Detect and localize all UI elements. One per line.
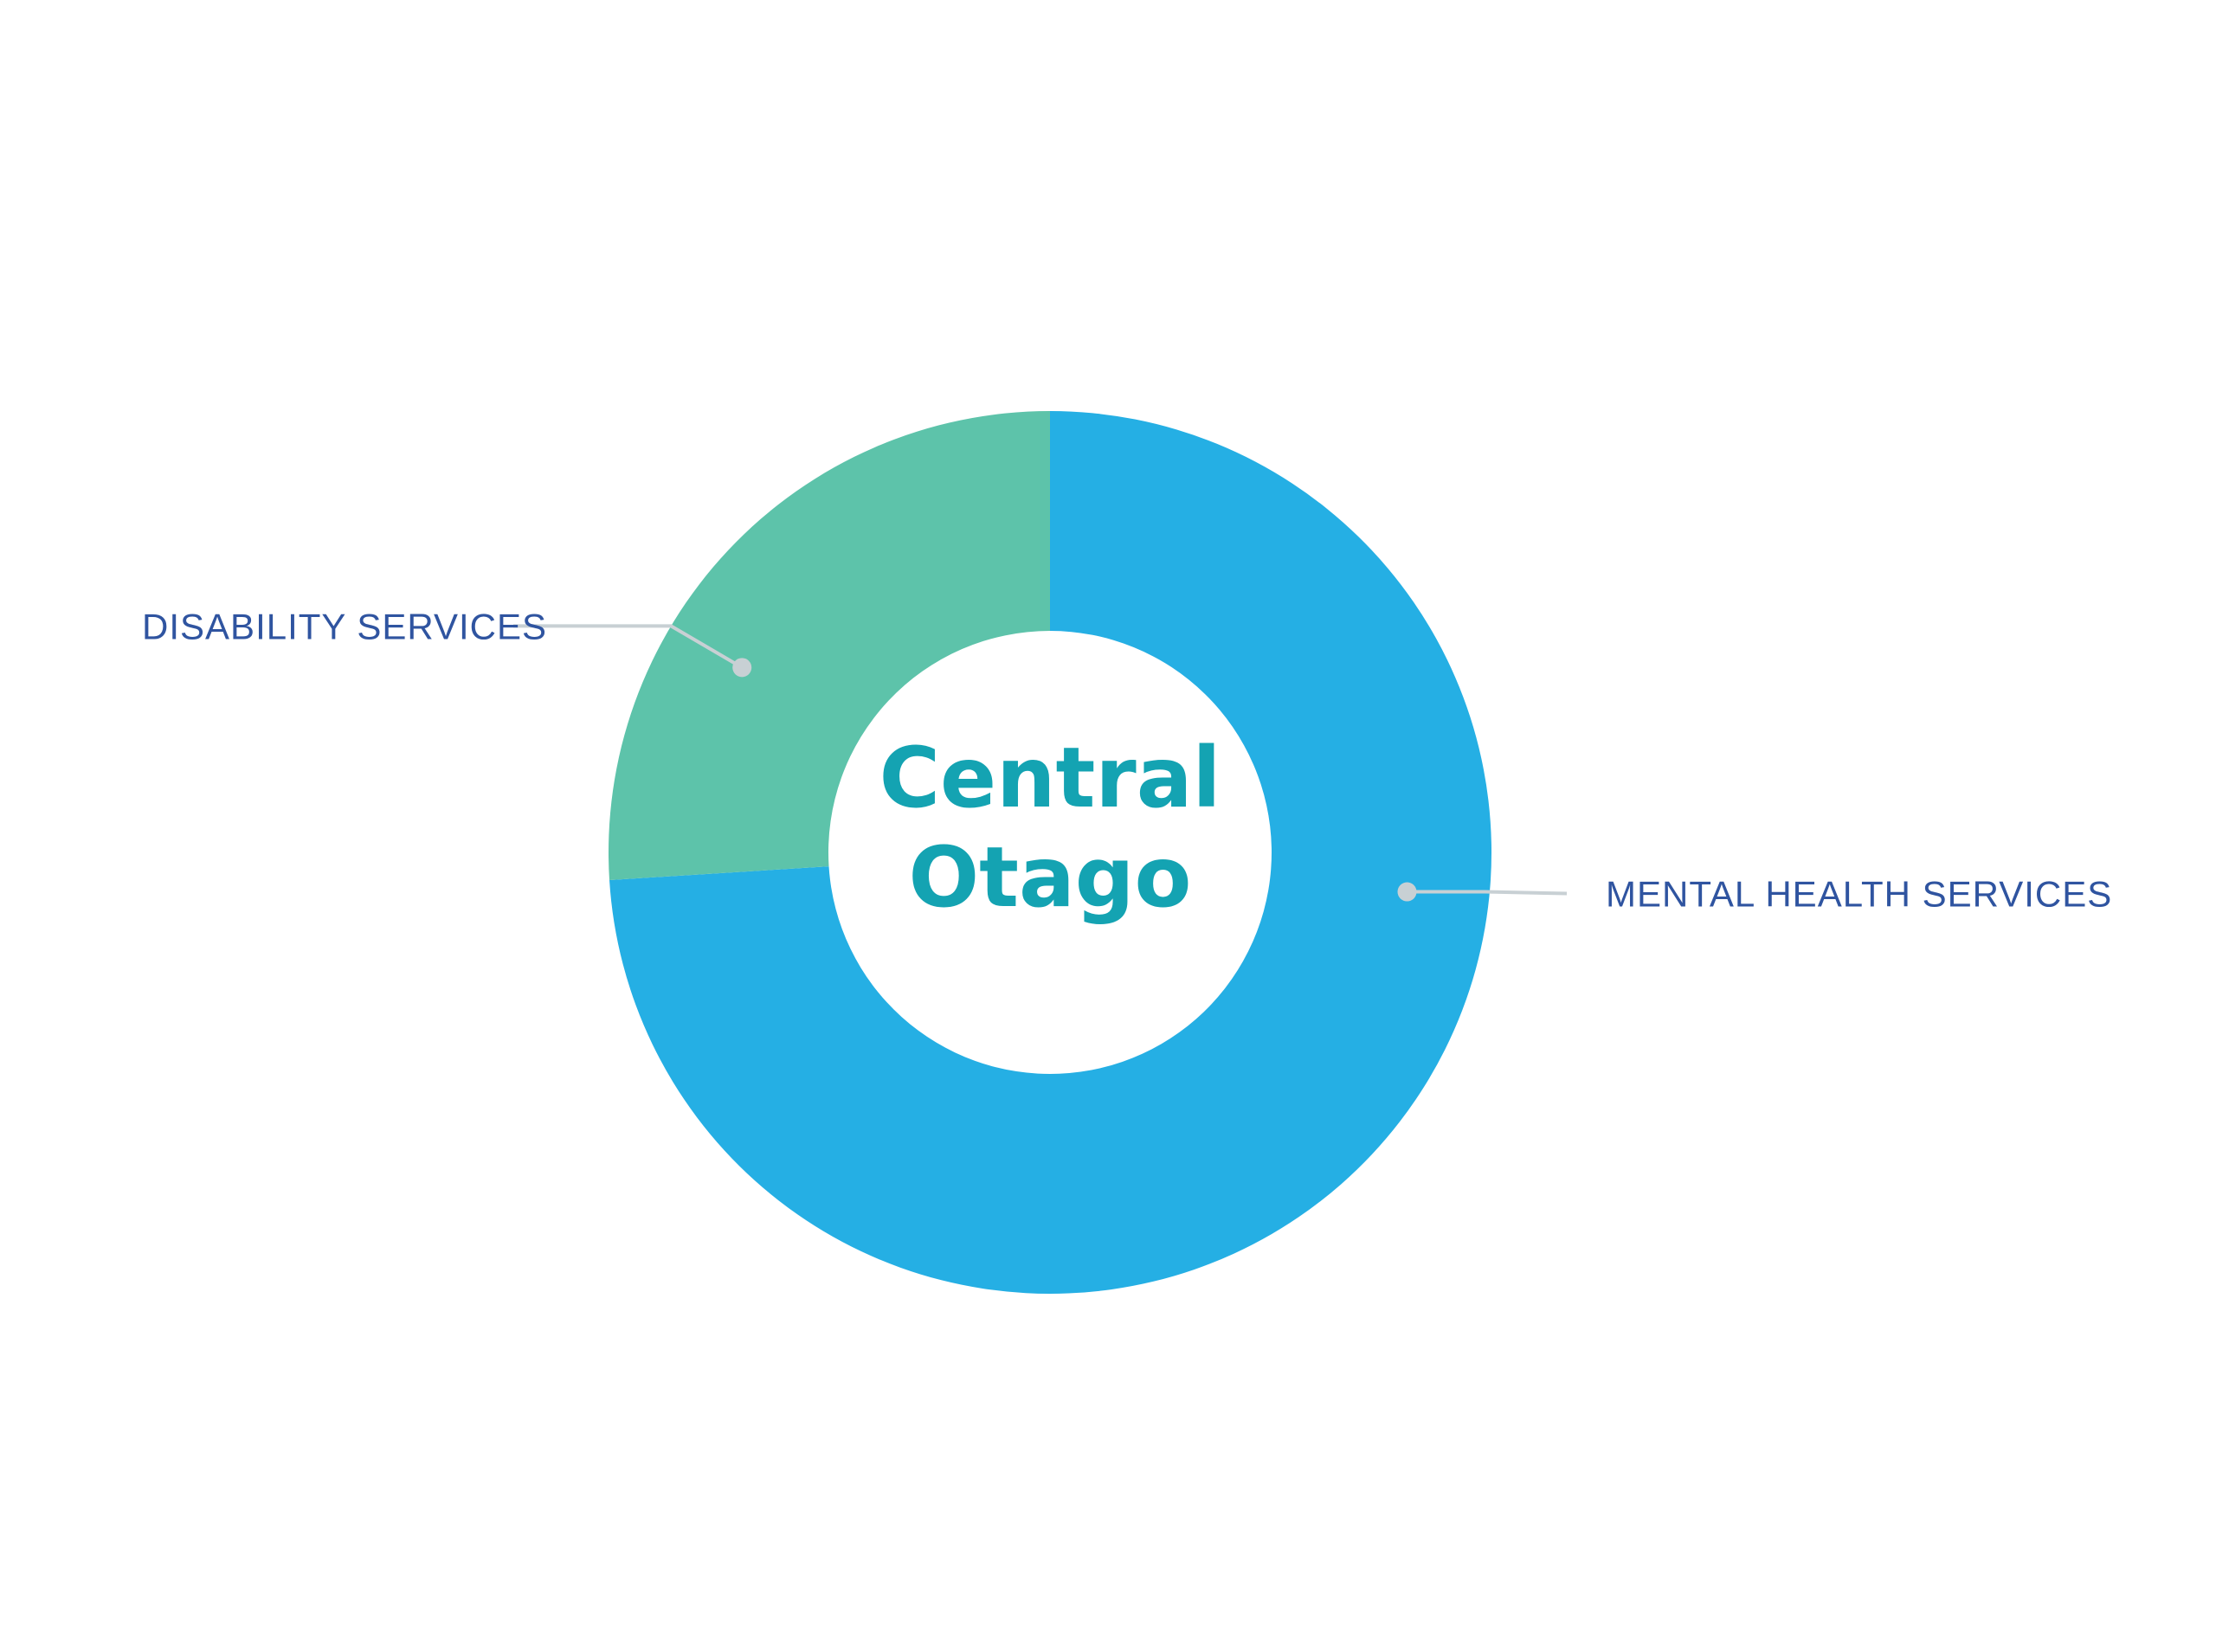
slice-labels: MENTAL HEALTH SERVICES DISABILITY SERVICE… bbox=[142, 606, 2112, 915]
donut-center: Central Otago bbox=[879, 730, 1221, 926]
label-mental-health-services: MENTAL HEALTH SERVICES bbox=[1606, 874, 2112, 915]
slice-mental-health-services bbox=[609, 411, 1491, 1295]
donut-slices bbox=[609, 411, 1491, 1295]
slice-disability-services bbox=[609, 411, 1050, 881]
leader-lines bbox=[513, 624, 1568, 902]
leader-line-mental-health-services bbox=[1407, 890, 1568, 896]
leader-line-disability-services bbox=[513, 624, 744, 670]
leader-dot-disability-services bbox=[732, 658, 752, 678]
center-label-line-2: Otago bbox=[909, 829, 1192, 926]
label-disability-services: DISABILITY SERVICES bbox=[142, 606, 547, 646]
leader-dot-mental-health-services bbox=[1397, 882, 1417, 902]
center-label-line-1: Central bbox=[879, 730, 1221, 826]
